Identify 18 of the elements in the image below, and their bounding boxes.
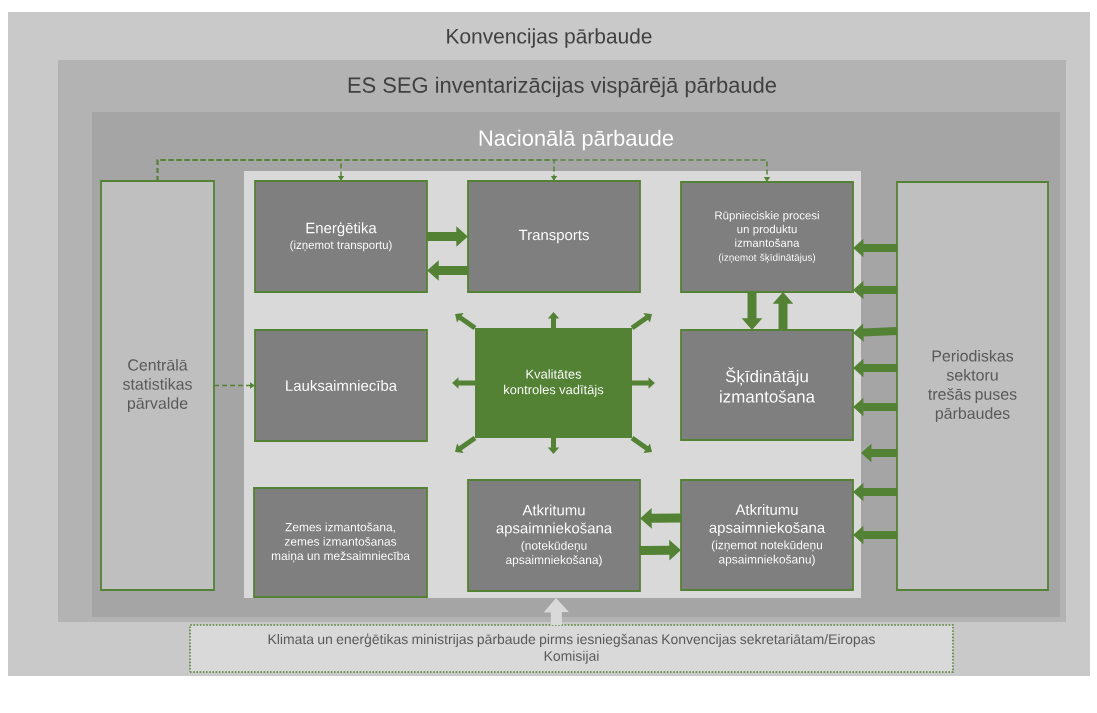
process-box: Atkritumu apsaimniekošana (izņemot notekūdeņu apsaimniekošanu) [680, 479, 854, 591]
dashed-arrow [213, 382, 255, 389]
process-box: Zemes izmantošana, zemes izmantošanas maiņa un mežsaimniecība [253, 487, 428, 598]
arrow [455, 313, 477, 331]
arrow [455, 435, 477, 453]
process-box: Periodiskas sektoru trešās puses pārbaudes [896, 181, 1049, 591]
dotted-box: Klimata un enerģētikas ministrijas pārbaude pirms iesniegšanas Konvencijas sekretariātam/Eiropas Komisijai [189, 624, 954, 673]
arrow [630, 313, 652, 331]
process-box: Enerģētika (izņemot transportu) [254, 180, 428, 293]
arrow [630, 435, 652, 453]
process-box: Atkritumu apsaimniekošana (notekūdeņu apsaimniekošana) [467, 479, 641, 592]
process-box: Centrālā statistikas pārvalde [100, 180, 215, 591]
process-box: Rūpnieciskie procesi un produktu izmantošana (izņemot šķīdinātājus) [680, 181, 854, 293]
process-box: Lauksaimniecība [254, 329, 428, 442]
dashed-arrow [156, 159, 771, 182]
process-box: Kvalitātes kontroles vadītājs [475, 328, 632, 438]
process-box: Šķīdinātāju izmantošana [680, 329, 854, 441]
process-box: Transports [467, 180, 641, 293]
